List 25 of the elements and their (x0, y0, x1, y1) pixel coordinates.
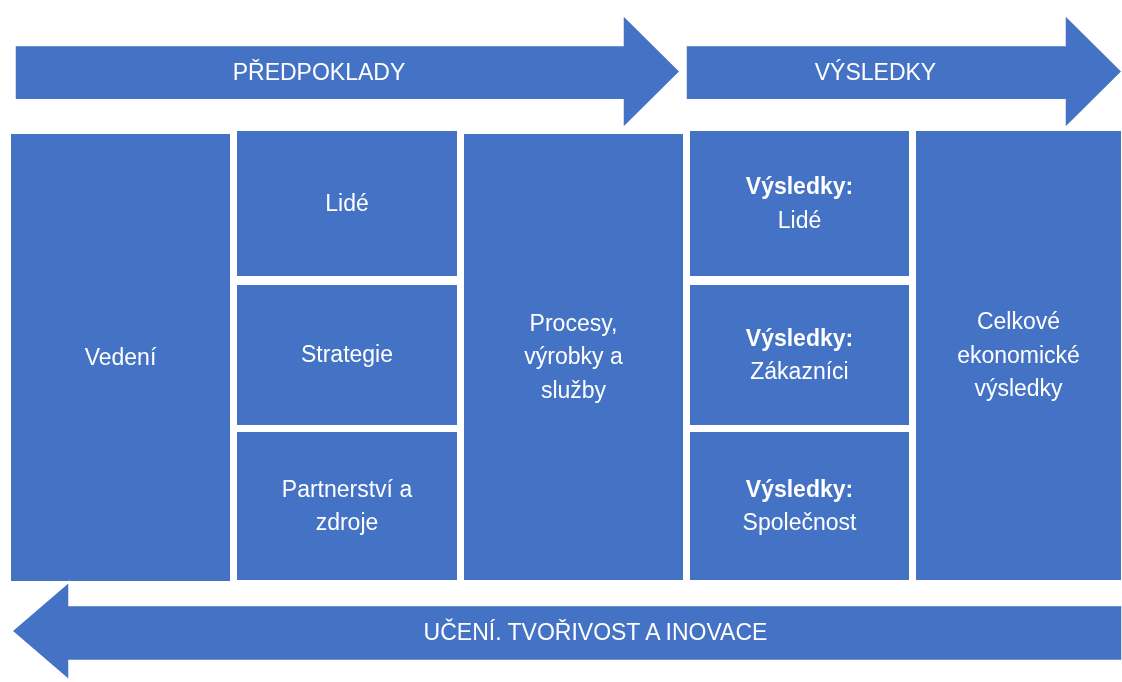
arrow-label: UČENÍ. TVOŘIVOST A INOVACE (423, 619, 768, 647)
box-label: Společnost (742, 508, 857, 537)
box-label: Lidé (325, 188, 369, 218)
criterion-box (236, 130, 458, 277)
arrow-label: VÝSLEDKY (814, 59, 937, 87)
box-label: Zákazníci (750, 357, 849, 386)
criterion-box (915, 130, 1122, 581)
box-label: Procesy, výrobky a služby (523, 309, 624, 405)
criterion-box (236, 431, 458, 581)
box-label: Výsledky: (745, 474, 854, 504)
box-label: Vedení (84, 342, 157, 372)
criterion-box (689, 431, 910, 581)
box-label: Celkové ekonomické výsledky (956, 307, 1081, 404)
box-label: Strategie (300, 340, 394, 370)
criterion-box (236, 284, 458, 426)
criterion-box (689, 284, 910, 426)
box-label: Výsledky: (745, 172, 854, 202)
box-label: Partnerství a zdroje (280, 474, 414, 537)
box-label: Lidé (777, 205, 822, 235)
block-arrow-banner (10, 580, 1122, 682)
criterion-box (689, 130, 910, 277)
arrow-label: PŘEDPOKLADY (232, 59, 406, 87)
criterion-box (10, 133, 231, 582)
box-label: Výsledky: (745, 323, 854, 353)
criterion-box (463, 133, 684, 581)
